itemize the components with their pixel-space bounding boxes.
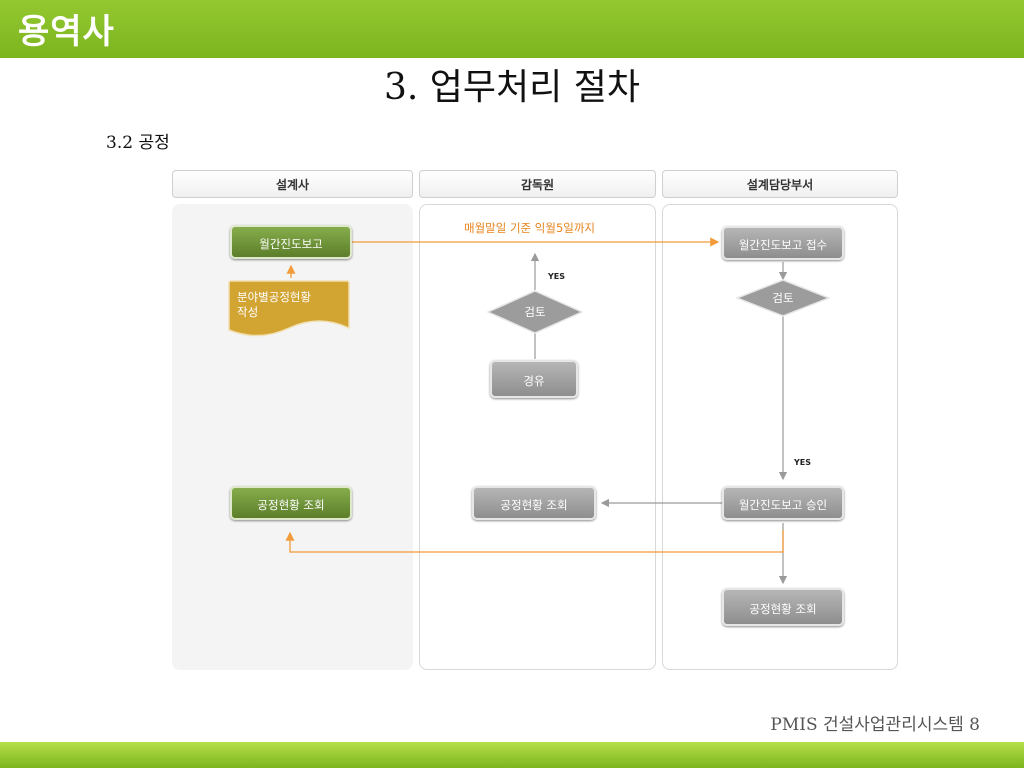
supervisor-review-decision: 검토	[486, 290, 584, 334]
lane-supervisor	[419, 204, 656, 670]
lane-header-designer: 설계사	[172, 170, 413, 198]
arrow-approve-to-designer-query	[285, 530, 784, 553]
section-title: 3.2 공정	[106, 133, 170, 153]
lane-header-supervisor: 감독원	[419, 170, 656, 198]
footer-page-number: 8	[969, 715, 980, 735]
via-node: 경유	[490, 360, 578, 398]
brand-title: 용역사	[18, 12, 115, 52]
page-title: 3. 업무처리 절차	[384, 67, 640, 108]
yes-label-supervisor: YES	[548, 272, 566, 281]
field-status-doc-line2: 작성	[237, 305, 259, 319]
footer-label: PMIS 건설사업관리시스템 8	[770, 710, 980, 735]
dept-review-label: 검토	[772, 291, 794, 305]
receive-report-node: 월간진도보고 접수	[722, 226, 844, 260]
diamond-shape-icon	[734, 279, 832, 317]
monthly-report-node: 월간진도보고	[230, 225, 352, 259]
approve-report-node: 월간진도보고 승인	[722, 486, 844, 520]
yes-label-dept: YES	[794, 458, 812, 467]
dept-status-query-node: 공정현황 조회	[722, 588, 844, 626]
deadline-annotation: 매월말일 기준 익월5일까지	[464, 221, 596, 235]
field-status-doc-line1: 분야별공정현황	[237, 290, 312, 304]
document-shape-icon	[228, 280, 350, 337]
supervisor-status-query-node: 공정현황 조회	[472, 486, 596, 520]
dept-review-decision: 검토	[734, 279, 832, 317]
field-status-document-text: 분야별공정현황 작성	[237, 290, 311, 320]
supervisor-review-label: 검토	[524, 305, 546, 319]
header-bar: 용역사	[0, 0, 1024, 58]
footer-bar	[0, 742, 1024, 768]
footer-system-name: PMIS 건설사업관리시스템	[770, 715, 964, 735]
designer-status-query-node: 공정현황 조회	[230, 486, 352, 520]
lane-header-dept: 설계담당부서	[662, 170, 898, 198]
diamond-shape-icon	[486, 290, 584, 334]
